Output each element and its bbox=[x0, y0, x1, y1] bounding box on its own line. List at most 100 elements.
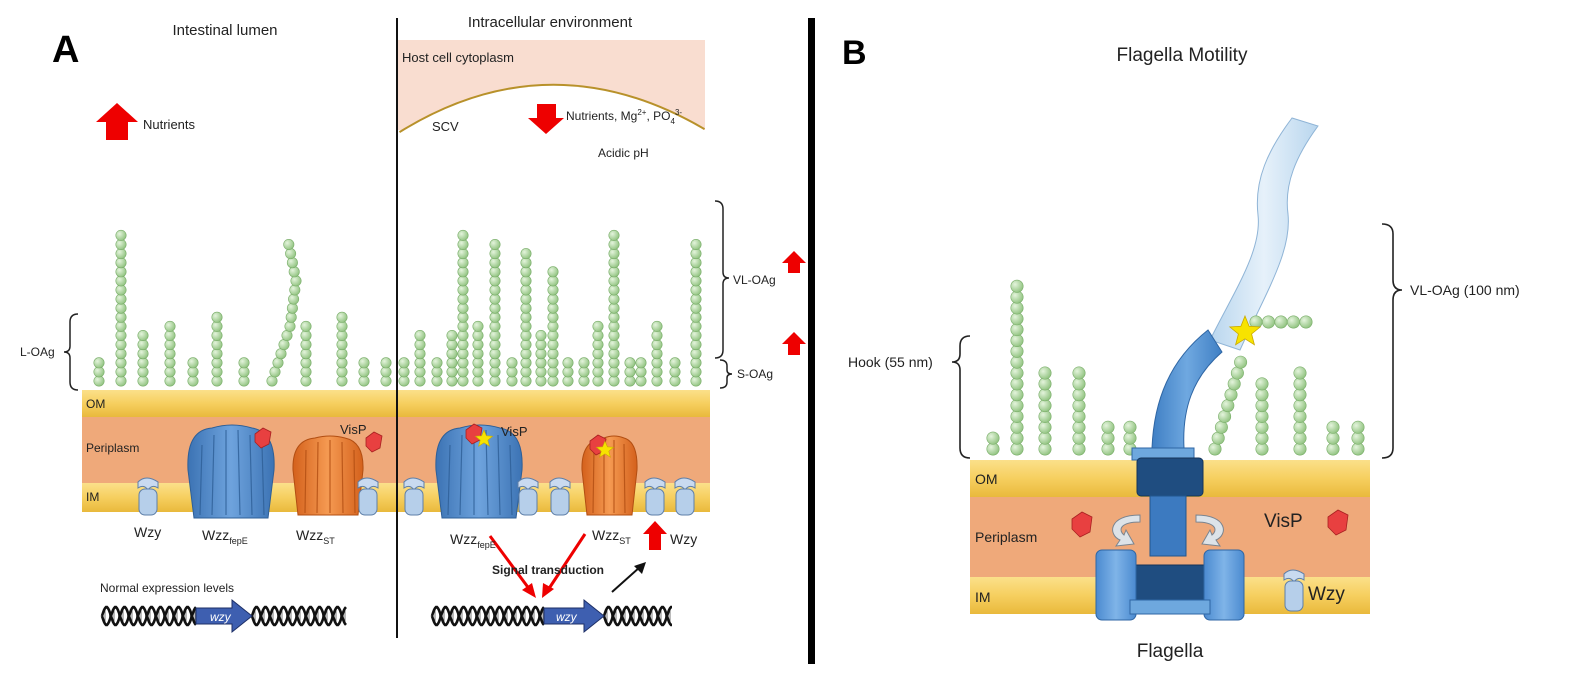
sugar-bead bbox=[1123, 431, 1137, 445]
o-antigen-chain bbox=[592, 320, 604, 387]
o-antigen-chain bbox=[137, 329, 149, 387]
o-antigen-chain bbox=[506, 357, 518, 387]
sugar-bead bbox=[285, 248, 297, 260]
dna-backbone bbox=[602, 605, 672, 627]
sugar-bead bbox=[1255, 420, 1269, 434]
wzy-protein bbox=[644, 477, 666, 516]
visp-protein-b2 bbox=[1327, 509, 1349, 536]
o-antigen-chain bbox=[690, 239, 702, 387]
o-antigen-chain bbox=[1208, 355, 1248, 456]
expression-up-arrow bbox=[611, 566, 641, 593]
sugar-bead bbox=[1293, 420, 1307, 434]
sugar-bead bbox=[1072, 442, 1086, 456]
vl-oag-label: VL-OAg bbox=[733, 273, 776, 287]
o-antigen-chains-b bbox=[986, 279, 1365, 456]
basal-l-ring bbox=[1136, 457, 1204, 497]
o-antigen-chain bbox=[300, 320, 312, 387]
signal-transduction-label: Signal transduction bbox=[492, 563, 604, 577]
sugar-bead bbox=[137, 329, 149, 341]
sugar-bead bbox=[1010, 442, 1024, 456]
wzz-st-label-right: WzzST bbox=[592, 527, 631, 546]
vl-oag-bracket bbox=[714, 200, 730, 359]
sugar-bead bbox=[1293, 399, 1307, 413]
s-oag-up-arrow bbox=[782, 332, 806, 355]
sugar-bead bbox=[986, 431, 1000, 445]
host-cell-cytoplasm-label: Host cell cytoplasm bbox=[402, 50, 514, 65]
interaction-star-a2 bbox=[595, 440, 615, 458]
sugar-bead bbox=[1072, 399, 1086, 413]
dna-backbone bbox=[430, 605, 545, 627]
sugar-bead bbox=[1010, 388, 1024, 402]
wzy-protein-cap bbox=[357, 477, 379, 491]
im-label-b: IM bbox=[975, 589, 991, 605]
dna-backbone bbox=[250, 605, 347, 627]
o-antigen-chain bbox=[431, 357, 443, 387]
sugar-bead bbox=[398, 357, 410, 369]
wzy-gene-label-right: wzy bbox=[556, 610, 578, 624]
sugar-bead bbox=[1010, 409, 1024, 423]
sugar-bead bbox=[1293, 377, 1307, 391]
wzz-fepe-label-left: WzzfepE bbox=[202, 527, 248, 546]
visp-protein-b1 bbox=[1071, 511, 1093, 538]
sugar-bead bbox=[1234, 355, 1248, 369]
sugar-bead bbox=[1010, 279, 1024, 293]
sugar-bead bbox=[1221, 399, 1235, 413]
wzy-protein bbox=[549, 477, 571, 516]
sugar-bead bbox=[1326, 431, 1340, 445]
rotation-arrow-left bbox=[1112, 514, 1141, 547]
wzy-protein-body bbox=[358, 488, 378, 516]
dna-backbone bbox=[100, 605, 197, 627]
o-antigen-chains-a bbox=[93, 229, 702, 387]
wzy-protein-b bbox=[1283, 569, 1305, 612]
sugar-bead bbox=[1072, 366, 1086, 380]
wzz-st-label-left: WzzST bbox=[296, 527, 335, 546]
sugar-bead bbox=[1255, 399, 1269, 413]
panel-b-letter: B bbox=[842, 34, 867, 72]
sugar-bead bbox=[286, 257, 298, 269]
sugar-bead bbox=[115, 229, 127, 241]
sugar-bead bbox=[290, 275, 302, 287]
sugar-bead bbox=[1227, 377, 1241, 391]
sugar-bead bbox=[1208, 442, 1222, 456]
o-antigen-chain bbox=[1255, 377, 1269, 456]
sugar-bead bbox=[1010, 366, 1024, 380]
o-antigen-chain bbox=[520, 248, 532, 387]
o-antigen-chain bbox=[358, 357, 370, 387]
sugar-bead bbox=[1072, 420, 1086, 434]
wzy-gene-arrow-right bbox=[543, 598, 605, 634]
interaction-star-b bbox=[1228, 314, 1262, 346]
o-antigen-chain bbox=[489, 239, 501, 387]
sugar-bead bbox=[1010, 323, 1024, 337]
sugar-bead bbox=[535, 329, 547, 341]
scv-label: SCV bbox=[432, 119, 459, 134]
sugar-bead bbox=[1262, 315, 1276, 329]
o-antigen-chain bbox=[336, 311, 348, 387]
vl-oag-up-arrow bbox=[782, 251, 806, 273]
sugar-bead bbox=[1038, 420, 1052, 434]
sugar-bead bbox=[289, 284, 301, 296]
sugar-bead bbox=[1224, 388, 1238, 402]
sugar-bead bbox=[1255, 388, 1269, 402]
sugar-bead bbox=[380, 357, 392, 369]
flagellum-filament bbox=[1209, 117, 1319, 351]
sugar-bead bbox=[1351, 420, 1365, 434]
sugar-bead bbox=[1351, 442, 1365, 456]
signal-arrow-1-head bbox=[522, 583, 536, 598]
sugar-bead bbox=[1101, 431, 1115, 445]
sugar-bead bbox=[300, 320, 312, 332]
sugar-bead bbox=[1218, 409, 1232, 423]
visp-protein-a2 bbox=[365, 431, 383, 453]
wzy-up-arrow bbox=[643, 521, 667, 550]
sugar-bead bbox=[547, 266, 559, 278]
sugar-bead bbox=[1010, 355, 1024, 369]
vl-oag-bracket-b bbox=[1381, 223, 1403, 459]
wzy-protein-cap bbox=[403, 477, 425, 491]
o-antigen-chain bbox=[635, 357, 647, 387]
sugar-bead bbox=[1123, 420, 1137, 434]
visp-label-left: VisP bbox=[340, 422, 367, 437]
wzy-protein-body bbox=[518, 488, 538, 516]
wzy-label-b: Wzy bbox=[1308, 584, 1345, 605]
nutrients-mg-po4-label: Nutrients, Mg2+, PO43- bbox=[566, 108, 682, 126]
flagella-label: Flagella bbox=[1137, 641, 1204, 662]
sugar-bead bbox=[635, 357, 647, 369]
